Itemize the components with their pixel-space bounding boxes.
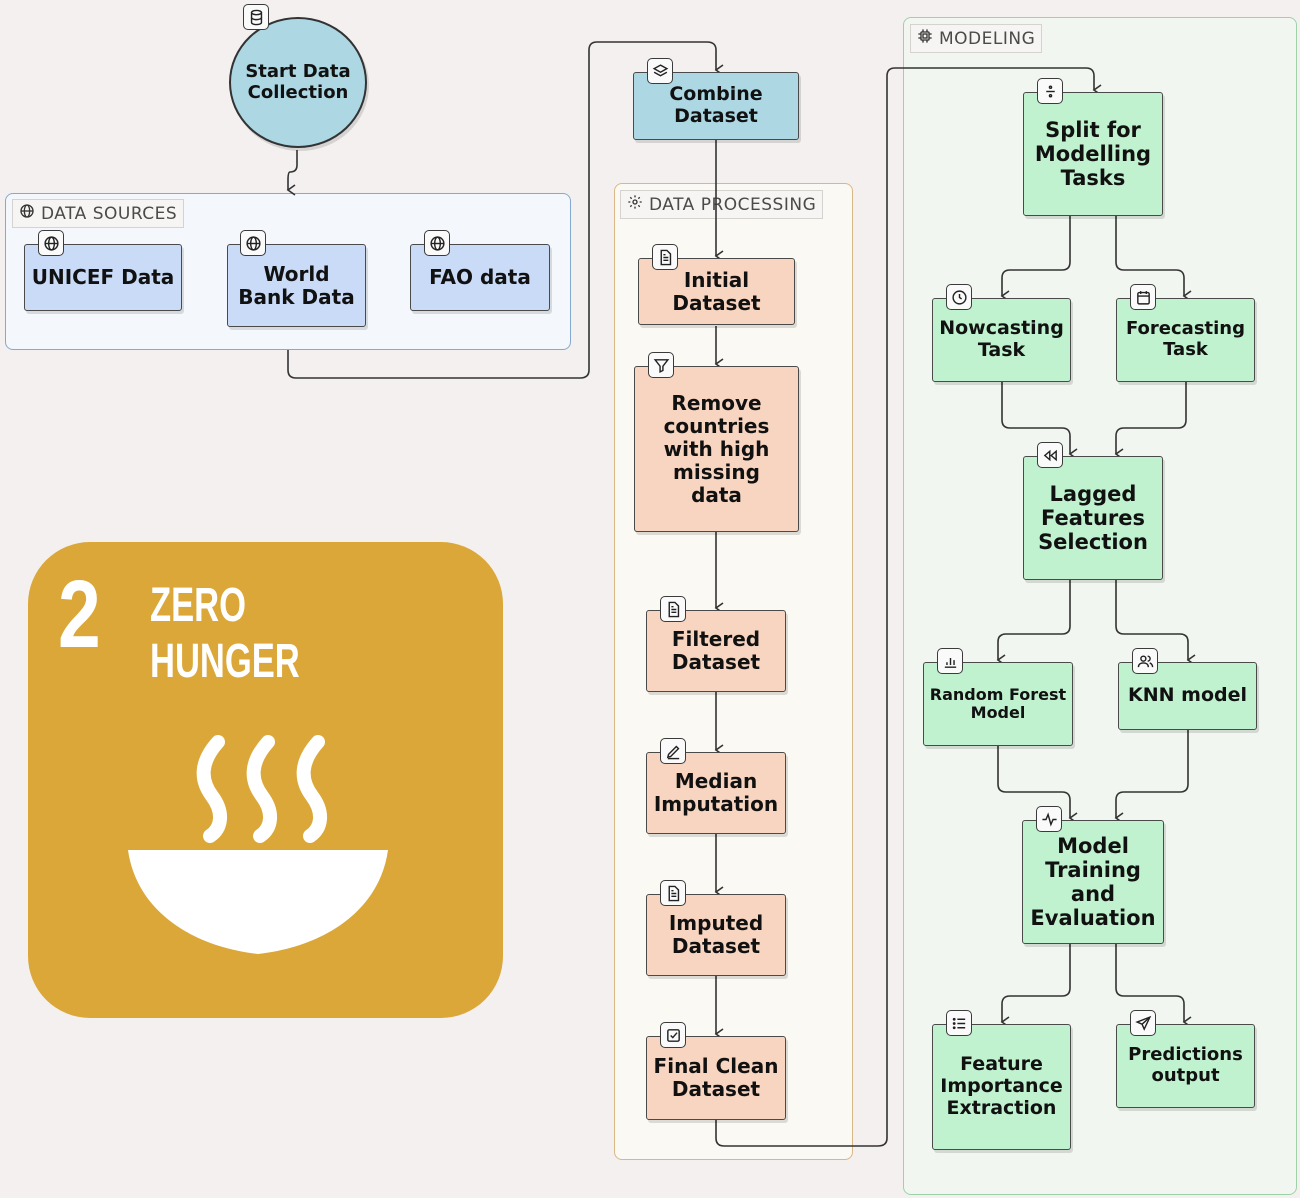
remove-countries-node[interactable]: Remove countries with high missing data (634, 366, 799, 532)
checkbox-icon (660, 1022, 686, 1048)
document-icon (652, 244, 678, 270)
model-training-node[interactable]: Model Training and Evaluation (1022, 820, 1164, 944)
chip-icon (917, 28, 933, 49)
initial-dataset-node[interactable]: Initial Dataset (638, 258, 795, 325)
split-modelling-node[interactable]: Split for Modelling Tasks (1023, 92, 1163, 216)
divide-icon (1037, 78, 1063, 104)
edge-training-to-predictions (1115, 944, 1192, 1028)
edge-forecasting-to-lagged (1114, 382, 1187, 460)
edge-final-to-split (715, 67, 1102, 1147)
users-icon (1132, 648, 1158, 674)
filter-icon (648, 352, 674, 378)
globe-icon (19, 203, 35, 224)
filtered-dataset-node[interactable]: Filtered Dataset (646, 610, 786, 692)
layers-icon (647, 58, 673, 84)
forecasting-task-node[interactable]: Forecasting Task (1116, 298, 1255, 382)
globe-icon (240, 230, 266, 256)
edge-knn-to-training (1114, 730, 1189, 824)
edge-rf-to-training (997, 746, 1078, 824)
edge-lagged-to-rf (996, 580, 1071, 666)
calendar-icon (1130, 284, 1156, 310)
gear-icon (627, 194, 643, 215)
document-icon (660, 596, 686, 622)
edge-nowcasting-to-lagged (1001, 382, 1078, 460)
knn-model-node[interactable]: KNN model (1118, 662, 1257, 730)
pencil-icon (660, 738, 686, 764)
edge-sources-to-combine (287, 41, 724, 379)
document-icon (660, 880, 686, 906)
final-clean-dataset-node[interactable]: Final Clean Dataset (646, 1036, 786, 1120)
modeling-label: MODELING (910, 24, 1043, 53)
combine-dataset-node[interactable]: Combine Dataset (633, 72, 799, 140)
sdg-number: 2 (58, 561, 101, 668)
start-data-collection-node[interactable]: Start Data Collection (229, 17, 367, 148)
imputed-dataset-node[interactable]: Imputed Dataset (646, 894, 786, 976)
nowcasting-task-node[interactable]: Nowcasting Task (932, 298, 1071, 382)
clock-icon (946, 284, 972, 310)
database-icon (243, 4, 269, 30)
edge-lagged-to-knn (1115, 580, 1196, 666)
soup-bowl-icon (128, 735, 388, 954)
globe-icon (38, 230, 64, 256)
world-bank-data-node[interactable]: World Bank Data (227, 244, 366, 327)
predictions-output-node[interactable]: Predictions output (1116, 1024, 1255, 1108)
send-icon (1130, 1010, 1156, 1036)
bar-chart-icon (937, 648, 963, 674)
sdg-title: ZERO HUNGER (150, 579, 300, 688)
edge-split-to-nowcasting (1000, 216, 1071, 302)
rewind-icon (1037, 442, 1063, 468)
globe-icon (424, 230, 450, 256)
sdg-zero-hunger-logo: 2 ZERO HUNGER (28, 542, 503, 1018)
lagged-features-node[interactable]: Lagged Features Selection (1023, 456, 1163, 580)
edge-split-to-forecasting (1115, 216, 1192, 302)
edge-training-to-importance (1000, 944, 1071, 1028)
random-forest-node[interactable]: Random Forest Model (923, 662, 1073, 746)
edge-start-to-sources (286, 150, 298, 196)
median-imputation-node[interactable]: Median Imputation (646, 752, 786, 834)
data-processing-label: DATA PROCESSING (620, 190, 824, 219)
feature-importance-node[interactable]: Feature Importance Extraction (932, 1024, 1071, 1150)
data-sources-label: DATA SOURCES (12, 199, 185, 228)
list-icon (946, 1010, 972, 1036)
activity-icon (1036, 806, 1062, 832)
